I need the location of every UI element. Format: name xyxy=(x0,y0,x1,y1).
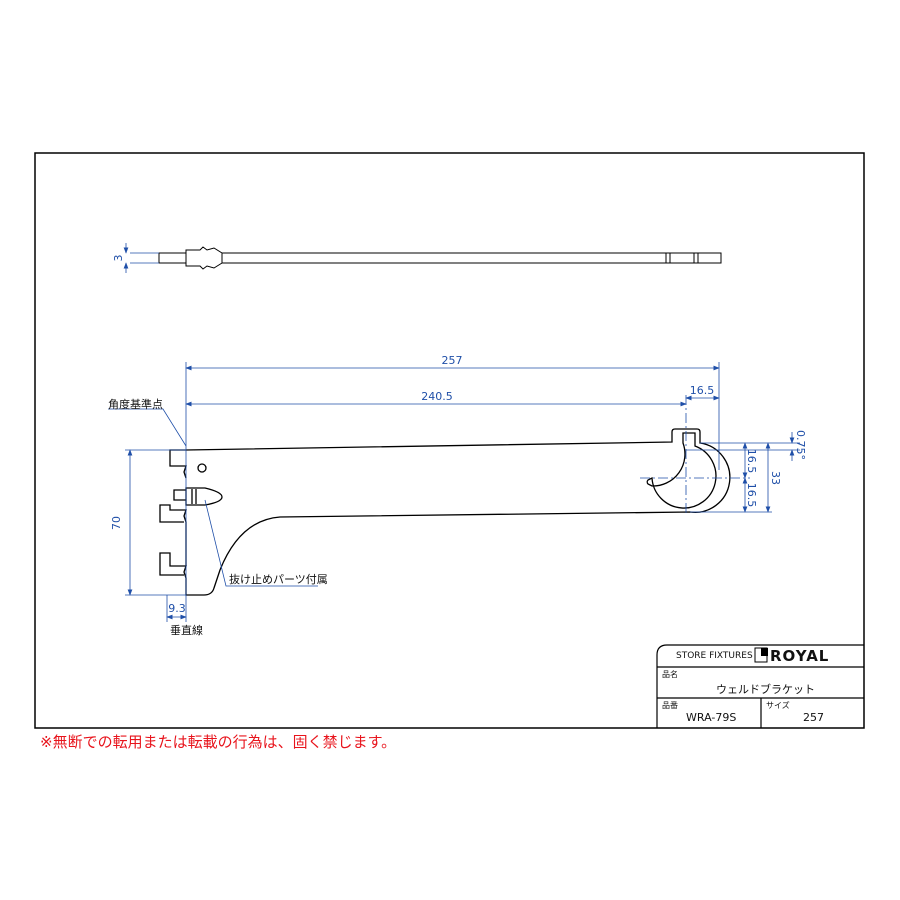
number-value: WRA-79S xyxy=(686,711,737,724)
dim-offset: 9.3 xyxy=(168,602,186,615)
dim-overall-length: 257 xyxy=(442,354,463,367)
dim-length-center: 240.5 xyxy=(421,390,453,403)
name-value: ウェルドブラケット xyxy=(716,683,815,696)
stopper-part-label: 抜け止めパーツ付属 xyxy=(229,573,328,586)
dim-lower-radius: 16.5 xyxy=(745,483,758,508)
number-label: 品番 xyxy=(662,701,678,710)
dim-upper-radius: 16.5 xyxy=(745,449,758,474)
category-label: STORE FIXTURES xyxy=(676,651,753,661)
dim-tube-height: 33 xyxy=(769,471,782,485)
dim-angle: 0.75° xyxy=(794,430,807,460)
dim-tube-radius: 16.5 xyxy=(690,384,715,397)
dim-thickness: 3 xyxy=(112,255,125,262)
brand-logo: ROYAL xyxy=(770,647,830,665)
drawing-border xyxy=(34,152,865,729)
top-view xyxy=(158,246,722,270)
size-label: サイズ xyxy=(766,701,790,710)
angle-reference-label: 角度基準点 xyxy=(108,398,163,411)
dim-height: 70 xyxy=(110,516,123,530)
copyright-notice: ※無断での転用または転載の行為は、固く禁じます。 xyxy=(40,733,397,751)
title-block xyxy=(656,644,864,728)
name-label: 品名 xyxy=(662,670,678,679)
vertical-line-label: 垂直線 xyxy=(170,624,203,637)
size-value: 257 xyxy=(803,711,824,724)
